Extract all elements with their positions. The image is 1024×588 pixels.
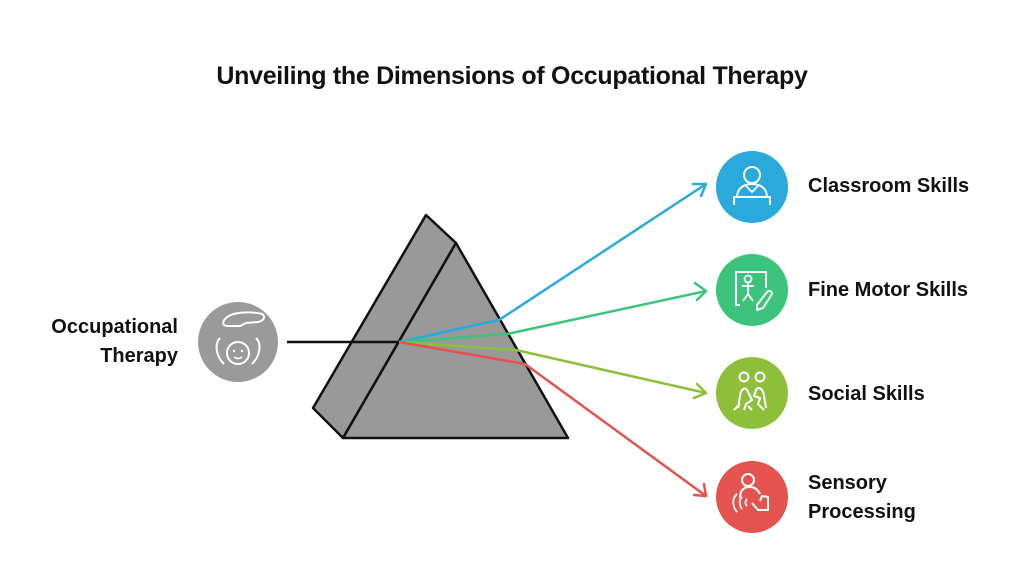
social-skills-icon (716, 357, 788, 429)
source-label-line2: Therapy (100, 345, 178, 367)
output-label-classroom-skills: Classroom Skills (808, 172, 969, 201)
output-label-text-line2: Processing (808, 501, 916, 523)
diagram-title: Unveiling the Dimensions of Occupational… (216, 62, 808, 90)
prism-front-face (341, 241, 570, 440)
beam-classroom (398, 182, 707, 344)
arrowhead-icon (692, 482, 708, 498)
sensory-processing-icon (716, 461, 788, 533)
fine-motor-skills-icon (716, 254, 788, 326)
output-label-text: Social Skills (808, 383, 925, 405)
output-label-text: Fine Motor Skills (808, 279, 969, 301)
arrowhead-icon (692, 382, 708, 400)
beam-fine-motor (398, 289, 707, 344)
arrowhead-icon (693, 281, 708, 302)
arrowhead-icon (691, 182, 708, 198)
classroom-skills-icon (716, 151, 788, 223)
output-label-social-skills: Social Skills (808, 380, 925, 409)
output-label-text: Classroom Skills (808, 175, 970, 197)
beam-sensory (398, 340, 707, 498)
output-label-sensory-processing: Sensory Processing (808, 469, 916, 527)
output-label-text-line1: Sensory (808, 472, 887, 494)
source-label-line1: Occupational (51, 316, 178, 338)
source-label: Occupational Therapy (20, 313, 178, 371)
occupational-therapy-icon (198, 302, 278, 382)
beam-social (398, 340, 707, 395)
output-label-fine-motor-skills: Fine Motor Skills (808, 276, 968, 305)
